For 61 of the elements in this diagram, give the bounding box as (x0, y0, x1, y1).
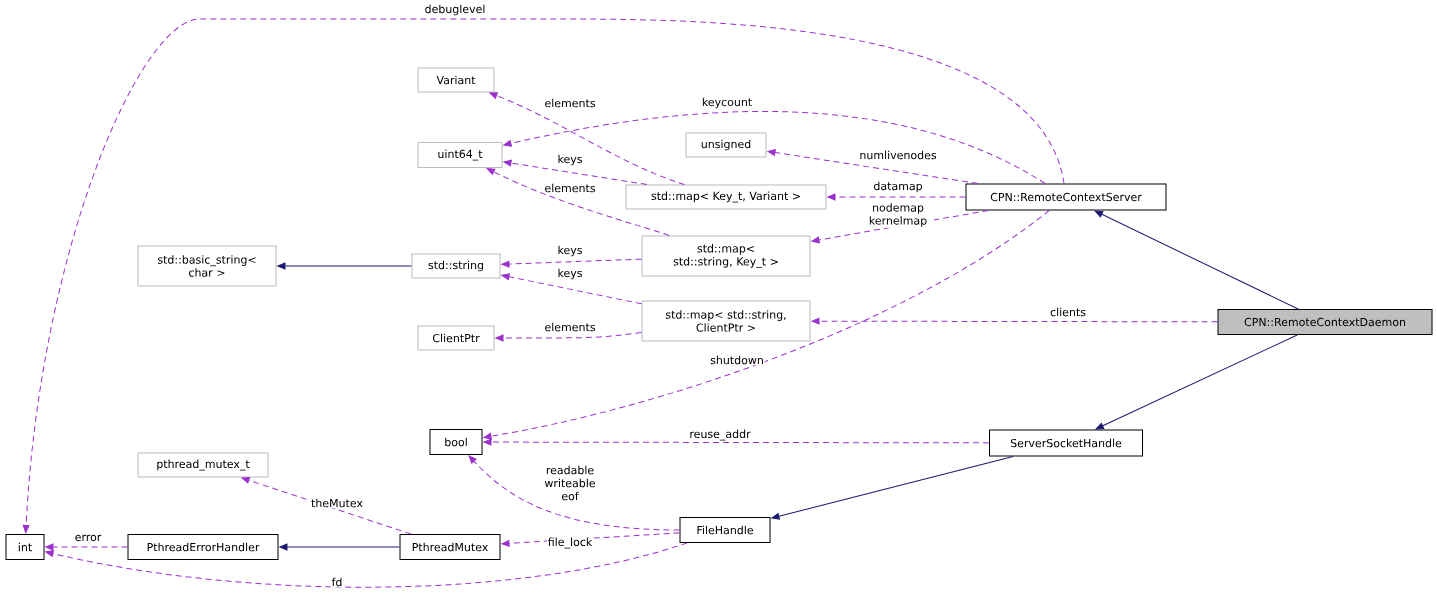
class-box: unsigned (685, 132, 767, 158)
arrow (489, 92, 686, 185)
class-box: FileHandle (679, 517, 771, 543)
arrow (827, 193, 966, 201)
edge-label: nodemap kernelmap (862, 202, 934, 228)
edge-label: fd (330, 576, 344, 588)
class-box: std::map< std::string, ClientPtr > (641, 300, 811, 342)
arrow (1095, 334, 1298, 430)
arrow (486, 168, 670, 236)
arrow (1094, 210, 1299, 310)
class-box: uint64_t (417, 142, 503, 168)
class-box: pthread_mutex_t (137, 452, 269, 478)
edge-label: datamap (872, 180, 924, 194)
class-box: std::basic_string< char > (137, 245, 277, 287)
edge-label: keys (556, 244, 584, 258)
edge-label: shutdown (709, 354, 765, 366)
arrow (501, 258, 642, 268)
arrow (811, 317, 1218, 325)
class-box: PthreadMutex (399, 534, 501, 560)
arrow (771, 456, 1014, 520)
class-box: Variant (417, 67, 495, 93)
arrow (279, 543, 400, 551)
edge-label: elements (543, 182, 597, 194)
arrow (483, 210, 1050, 440)
edge-label: elements (543, 97, 597, 109)
arrow (503, 159, 648, 185)
edge-label: keys (556, 267, 584, 281)
arrow (45, 543, 128, 551)
edge-label: numlivenodes (858, 149, 938, 161)
edge-label: clients (1049, 306, 1087, 318)
edge-label: theMutex (310, 497, 364, 509)
edge-label: error (73, 533, 103, 543)
arrow (241, 476, 412, 535)
arrow (277, 262, 412, 270)
class-box: ClientPtr (417, 325, 495, 351)
class-box: int (5, 534, 45, 560)
class-box: std::map< Key_t, Variant > (625, 184, 827, 210)
arrow (811, 210, 989, 244)
arrow (22, 18, 1065, 534)
arrow (503, 111, 1046, 184)
edge-label: keycount (700, 96, 754, 110)
edge-label: elements (543, 321, 597, 333)
class-box: CPN::RemoteContextServer (965, 183, 1167, 211)
class-box: CPN::RemoteContextDaemon (1217, 309, 1433, 335)
arrow (501, 532, 680, 547)
arrow (483, 438, 990, 446)
edge-label: reuse_addr (688, 428, 752, 442)
arrow (45, 542, 688, 588)
class-box: PthreadErrorHandler (127, 534, 279, 560)
class-box: ServerSocketHandle (989, 429, 1143, 457)
class-box: std::string (411, 253, 501, 279)
edge-label: readable writeable eof (534, 464, 606, 502)
edge-label: debuglevel (423, 3, 487, 17)
arrow (495, 331, 642, 342)
arrow (767, 149, 979, 184)
edge-label: keys (556, 153, 584, 167)
class-box: std::map< std::string, Key_t > (641, 235, 811, 277)
arrow (468, 455, 680, 531)
edge-label: file_lock (546, 536, 594, 550)
arrow (501, 273, 642, 305)
class-box: bool (429, 429, 483, 455)
